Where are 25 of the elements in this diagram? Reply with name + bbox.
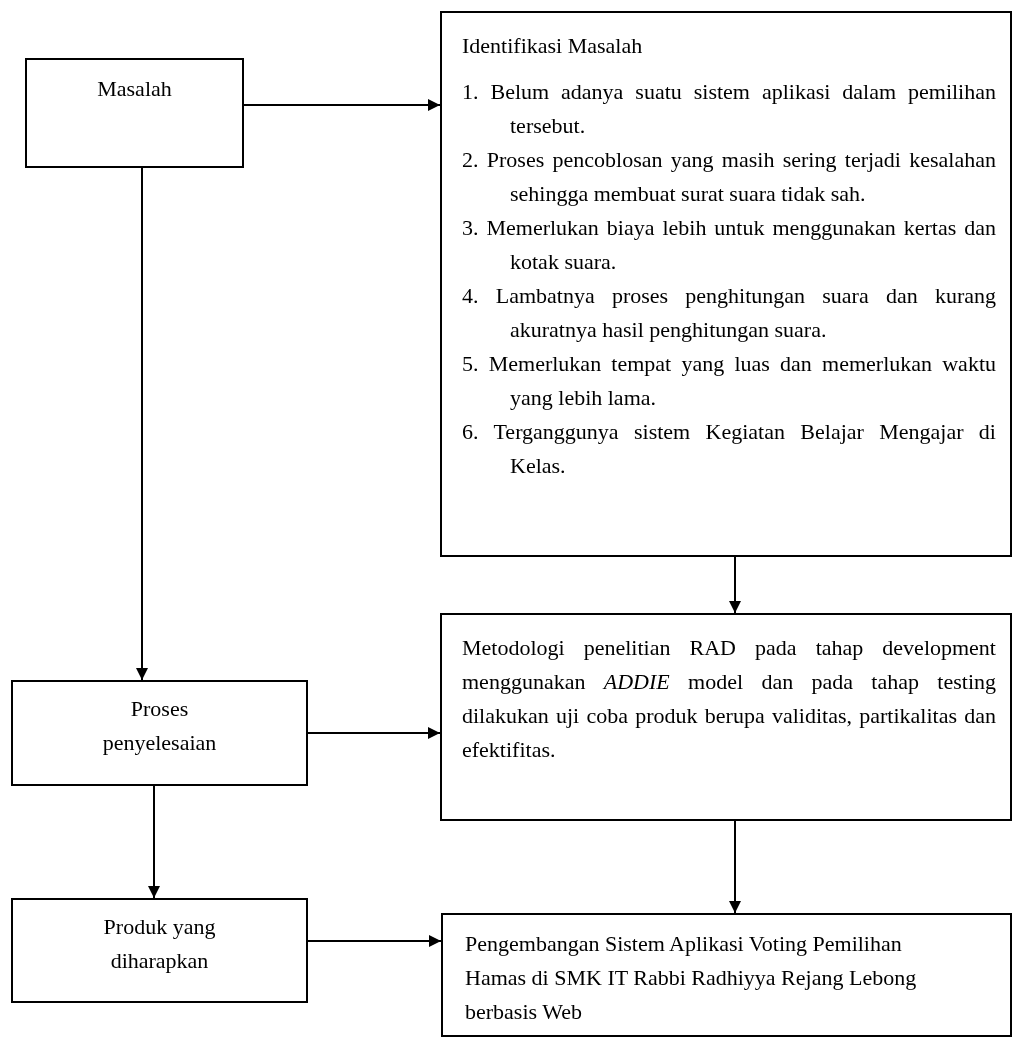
process-box	[11, 680, 308, 786]
arrow	[729, 820, 741, 914]
arrow	[307, 727, 441, 739]
arrow	[729, 556, 741, 614]
box-text: Pengembangan Sistem Aplikasi Voting Pemilihan Hamas di SMK IT Rabbi Radhiyya Rejang Lebong berbasis Web	[465, 930, 918, 1026]
box-text: Metodologi penelitian RAD pada tahap development menggunakan ADDIE model dan pada tahap testing dilakukan uji coba produk berupa validitas, partikalitas dan efektifitas.	[462, 634, 996, 764]
list-item: 6. Terganggunya sistem Kegiatan Belajar Mengajar di Kelas.	[462, 418, 996, 480]
box-text: Masalah	[96, 75, 173, 103]
list-item: 5. Memerlukan tempat yang luas dan memerlukan waktu yang lebih lama.	[462, 350, 996, 412]
process-box	[440, 613, 1012, 821]
list-item: 2. Proses pencoblosan yang masih sering terjadi kesalahan sehingga membuat surat suara tidak sah.	[462, 146, 996, 208]
arrow	[136, 167, 148, 681]
box-text: Produk yang diharapkan	[102, 913, 217, 975]
list-item: 3. Memerlukan biaya lebih untuk menggunakan kertas dan kotak suara.	[462, 214, 996, 276]
arrow	[148, 785, 160, 899]
box-heading: Identifikasi Masalah	[462, 32, 644, 60]
process-box	[11, 898, 308, 1003]
arrow	[243, 99, 441, 111]
list-item: 1. Belum adanya suatu sistem aplikasi dalam pemilihan tersebut.	[462, 78, 996, 140]
process-box	[25, 58, 244, 168]
box-text: Proses penyelesaian	[101, 695, 218, 757]
arrow	[307, 935, 442, 947]
process-box	[441, 913, 1012, 1037]
process-box	[440, 11, 1012, 557]
list-item: 4. Lambatnya proses penghitungan suara dan kurang akuratnya hasil penghitungan suara.	[462, 282, 996, 344]
